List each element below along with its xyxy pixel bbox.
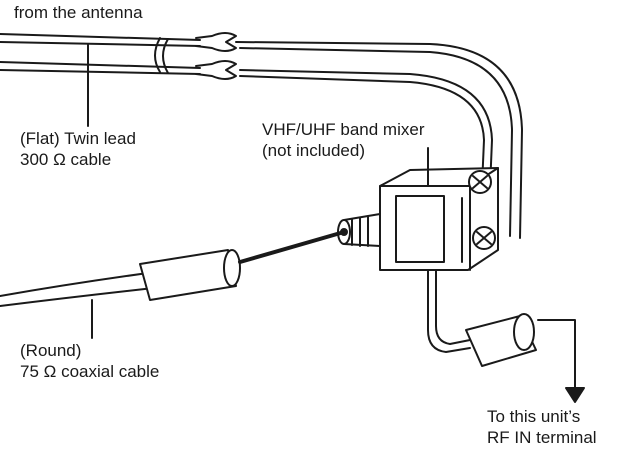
f-connector: [337, 213, 381, 247]
lug-wires: [235, 41, 523, 239]
rf-in-label: To this unit’s RF IN terminal: [487, 406, 597, 448]
twin-lead-cable: [0, 33, 201, 75]
rf-in-label-line1: To this unit’s: [487, 407, 581, 426]
coaxial-cable: [0, 230, 346, 339]
coax-label: (Round) 75 Ω coaxial cable: [20, 340, 159, 382]
mixer-label-line2: (not included): [262, 141, 366, 160]
twin-lead-label-line1: (Flat) Twin lead: [20, 129, 136, 148]
antenna-label-text: from the antenna: [14, 3, 143, 22]
spade-lug-lower: [195, 60, 237, 80]
mixer-label-line1: VHF/UHF band mixer: [262, 120, 425, 139]
spade-lug-upper: [195, 32, 237, 52]
band-mixer: [379, 147, 499, 271]
twin-lead-label-line2: 300 Ω cable: [20, 150, 112, 169]
antenna-label: from the antenna: [14, 2, 143, 23]
output-lead: [427, 269, 585, 403]
coax-label-line1: (Round): [20, 341, 82, 360]
twin-lead-label: (Flat) Twin lead 300 Ω cable: [20, 128, 136, 170]
coax-label-line2: 75 Ω coaxial cable: [20, 362, 160, 381]
mixer-label: VHF/UHF band mixer (not included): [262, 119, 424, 161]
rf-in-label-line2: RF IN terminal: [487, 428, 597, 447]
